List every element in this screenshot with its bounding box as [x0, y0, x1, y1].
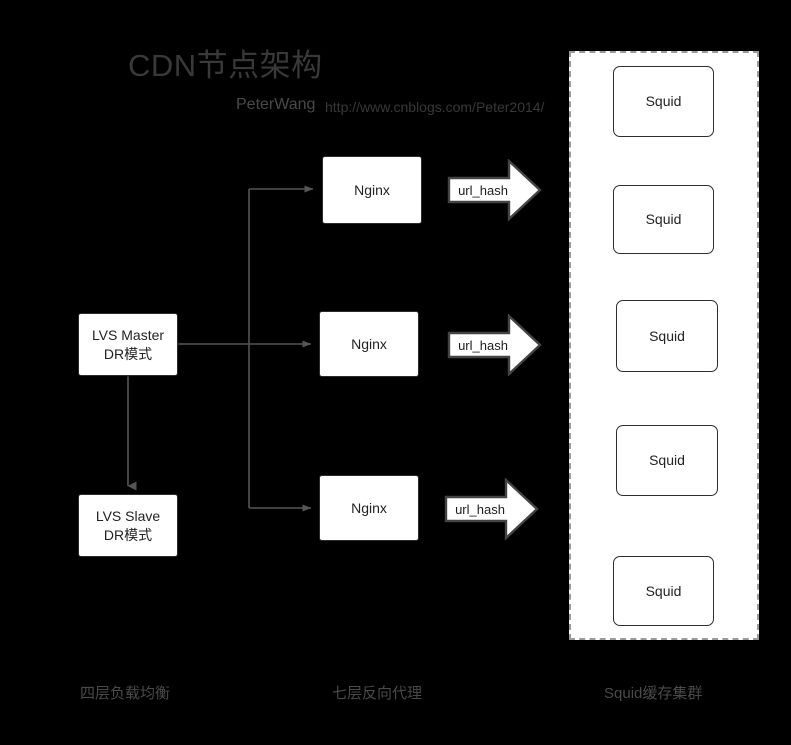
node-nginx-1[interactable]: Nginx	[322, 156, 422, 224]
node-squid-5[interactable]: Squid	[613, 556, 714, 626]
node-label: Squid	[649, 452, 685, 468]
node-label: Squid	[649, 327, 685, 344]
node-lvs-slave[interactable]: LVS Slave DR模式	[78, 494, 178, 557]
caption-tier-nginx: 七层反向代理	[332, 685, 423, 702]
node-label: Squid	[645, 93, 682, 109]
node-squid-4[interactable]: Squid	[616, 425, 718, 496]
node-label: Nginx	[351, 335, 387, 352]
block-arrow-label: url_hash	[458, 182, 508, 198]
caption-tier-squid: Squid缓存集群	[604, 685, 703, 702]
node-label: LVS Master DR模式	[91, 326, 165, 362]
node-lvs-master[interactable]: LVS Master DR模式	[78, 313, 178, 376]
author-url: http://www.cnblogs.com/Peter2014/	[325, 99, 545, 115]
node-label: Nginx	[354, 181, 390, 198]
node-label: Squid	[645, 211, 682, 227]
block-arrow-label: url_hash	[455, 501, 505, 517]
node-squid-2[interactable]: Squid	[613, 185, 714, 254]
node-squid-3[interactable]: Squid	[616, 300, 718, 372]
block-arrow-url-hash-2: url_hash	[447, 314, 542, 376]
caption-tier-lvs: 四层负载均衡	[80, 685, 171, 702]
block-arrow-url-hash-3: url_hash	[444, 478, 539, 540]
author-label: PeterWang	[236, 96, 316, 113]
node-squid-1[interactable]: Squid	[613, 66, 714, 137]
node-nginx-3[interactable]: Nginx	[319, 475, 419, 541]
block-arrow-url-hash-1: url_hash	[447, 159, 542, 221]
node-nginx-2[interactable]: Nginx	[319, 311, 419, 377]
block-arrow-label: url_hash	[458, 337, 508, 353]
node-label: Squid	[645, 582, 682, 599]
page-title: CDN节点架构	[128, 48, 323, 83]
node-label: Nginx	[351, 499, 387, 516]
node-label: LVS Slave DR模式	[95, 507, 161, 543]
